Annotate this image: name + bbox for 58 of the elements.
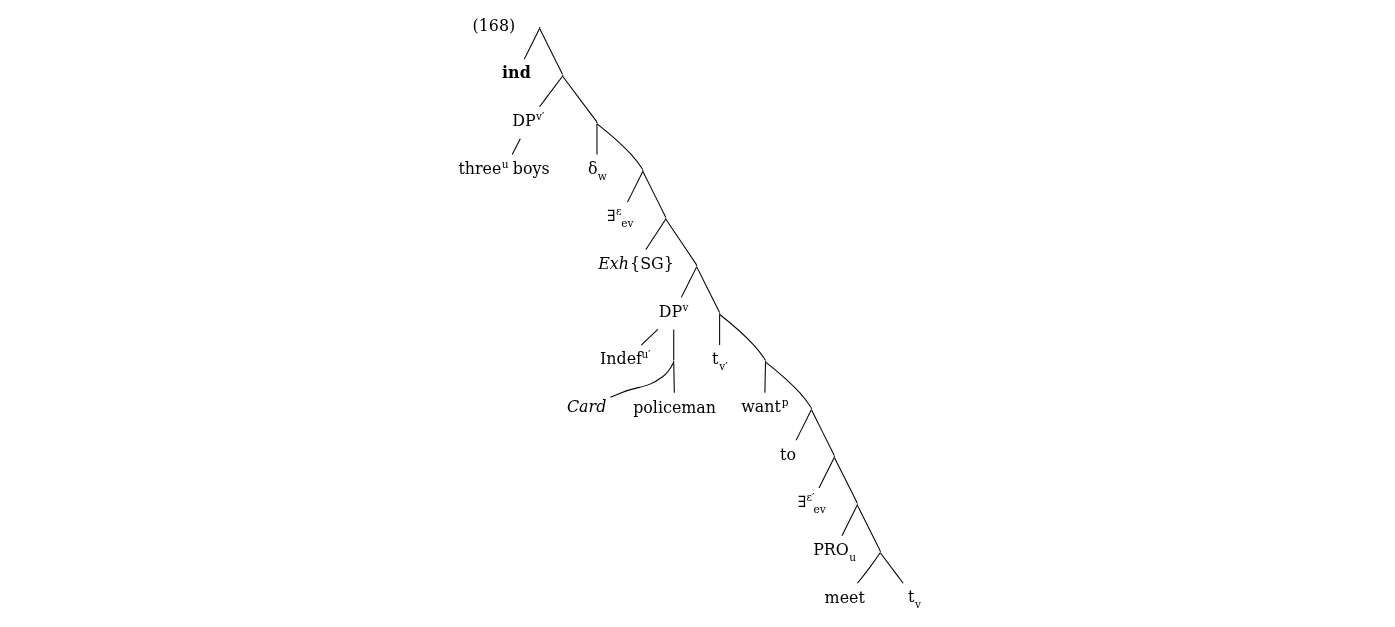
connector [561,75,597,123]
node-point [810,408,812,410]
node-text: policeman [632,397,716,417]
node-point [672,360,674,362]
connector [609,361,674,398]
connector [538,28,563,75]
connector [640,328,658,346]
node-point [878,551,881,553]
connector [680,266,697,298]
connector [695,266,720,313]
connector [810,409,835,456]
node-point [664,217,667,219]
node-text: DP$^{v′}$ [511,109,544,130]
connector [595,123,597,155]
connector [718,314,720,346]
connector [644,218,666,251]
connector [795,409,812,441]
node-text: to [779,445,796,465]
node-text: Exh{SG} [597,253,674,273]
connector [641,171,666,218]
node-text: DP$^{v}$ [658,300,689,321]
connector [856,552,881,584]
connector [626,171,643,203]
connector [879,552,904,584]
connector [664,218,697,266]
node-point [718,312,720,315]
connector [840,504,858,537]
node-point [595,122,598,124]
node-point [856,503,858,505]
node-text: PRO$_{u}$ [812,539,856,563]
node-text: meet [824,588,865,608]
node-text: ind [501,63,531,83]
node-text: δ$_{w}$ [587,158,607,182]
node-text: Card [566,396,606,416]
connector [833,456,858,504]
node-text: t$_{v′}$ [711,349,728,373]
connector [523,28,540,60]
node-point [641,169,644,172]
node-text: three$^{u}$ boys [457,157,550,178]
node-point [764,360,766,362]
node-text: t$_{v}$ [907,587,921,611]
node-text: Indef$^{u′}$ [599,348,651,369]
node-point [833,455,835,458]
connector [763,361,766,394]
label: (168) [472,16,515,36]
connector [511,138,521,155]
node-point [561,74,563,76]
connector [856,504,881,552]
connector [672,361,675,394]
node-point [695,265,697,267]
connector [718,313,766,361]
connector [596,123,643,171]
connector [764,361,812,409]
node-point [538,26,540,29]
connector [538,75,563,108]
connector [672,328,674,361]
node-text: want$^{p}$ [740,395,789,416]
connector [818,456,835,489]
